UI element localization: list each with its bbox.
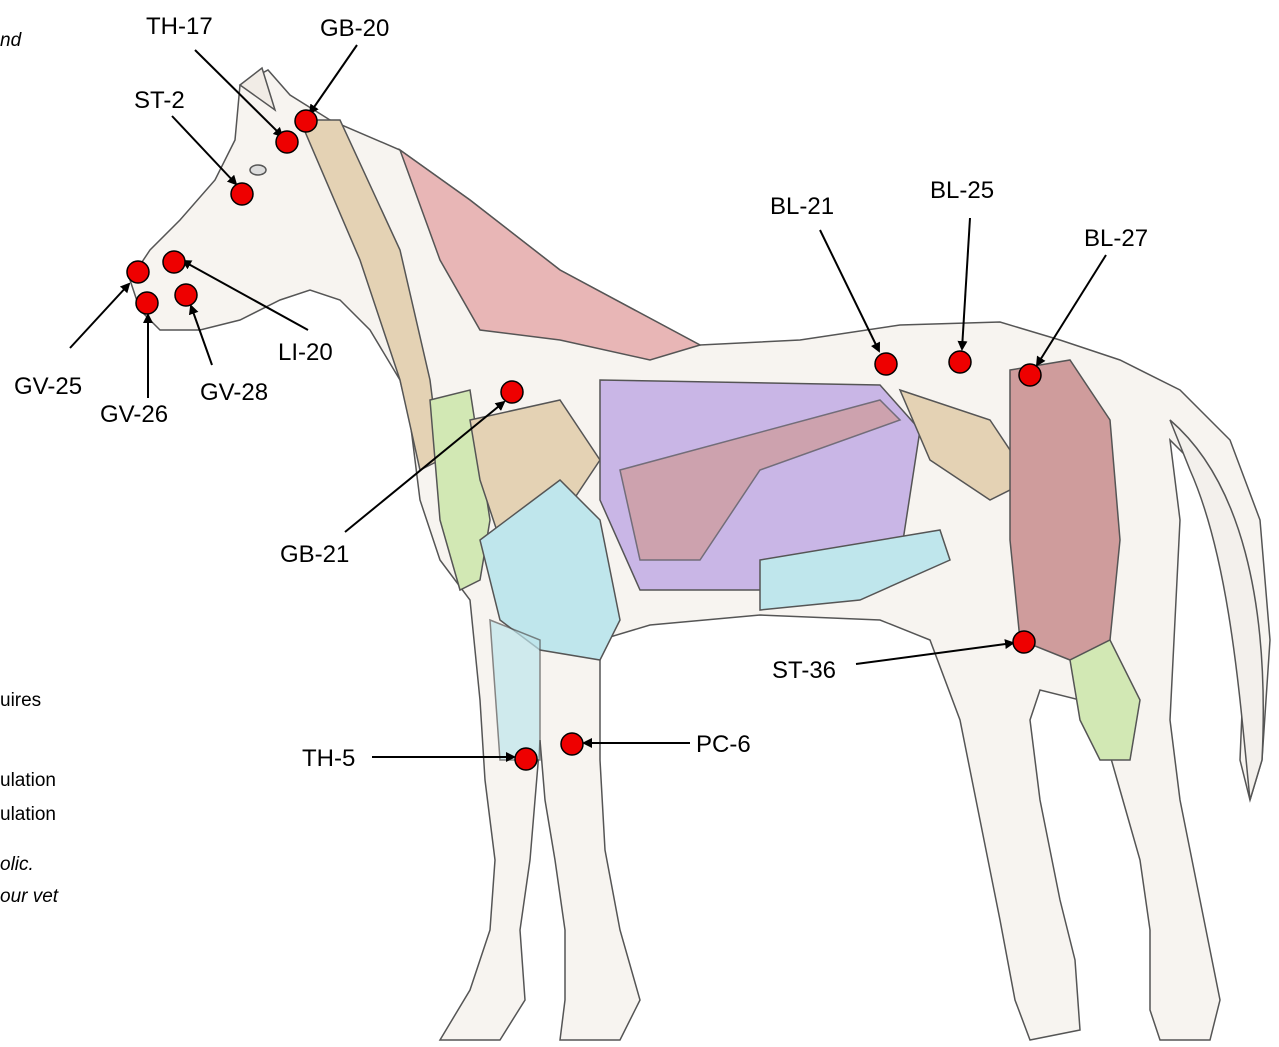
point-st2 [231,183,253,205]
leader-gb20 [310,45,357,113]
label-gb21: GB-21 [280,541,349,568]
label-pc6: PC-6 [696,731,751,758]
leader-gv25 [70,284,129,348]
point-gv26 [136,292,158,314]
label-st2: ST-2 [134,87,185,114]
label-gb20: GB-20 [320,15,389,42]
label-st36: ST-36 [772,657,836,684]
label-bl21: BL-21 [770,193,834,220]
leader-st2 [172,116,236,184]
label-th5: TH-5 [302,745,355,772]
point-pc6 [561,733,583,755]
point-th5 [515,748,537,770]
label-bl25: BL-25 [930,177,994,204]
point-gv25 [127,261,149,283]
point-li20 [163,251,185,273]
label-gv26: GV-26 [100,401,168,428]
label-bl27: BL-27 [1084,225,1148,252]
point-bl21 [875,353,897,375]
point-bl27 [1019,364,1041,386]
point-st36 [1013,631,1035,653]
point-gv28 [175,284,197,306]
point-gb20 [295,110,317,132]
point-th17 [276,131,298,153]
point-bl25 [949,351,971,373]
point-gb21 [501,381,523,403]
label-gv25: GV-25 [14,373,82,400]
horse-eye [250,165,266,175]
label-gv28: GV-28 [200,379,268,406]
label-th17: TH-17 [146,13,213,40]
label-li20: LI-20 [278,339,333,366]
